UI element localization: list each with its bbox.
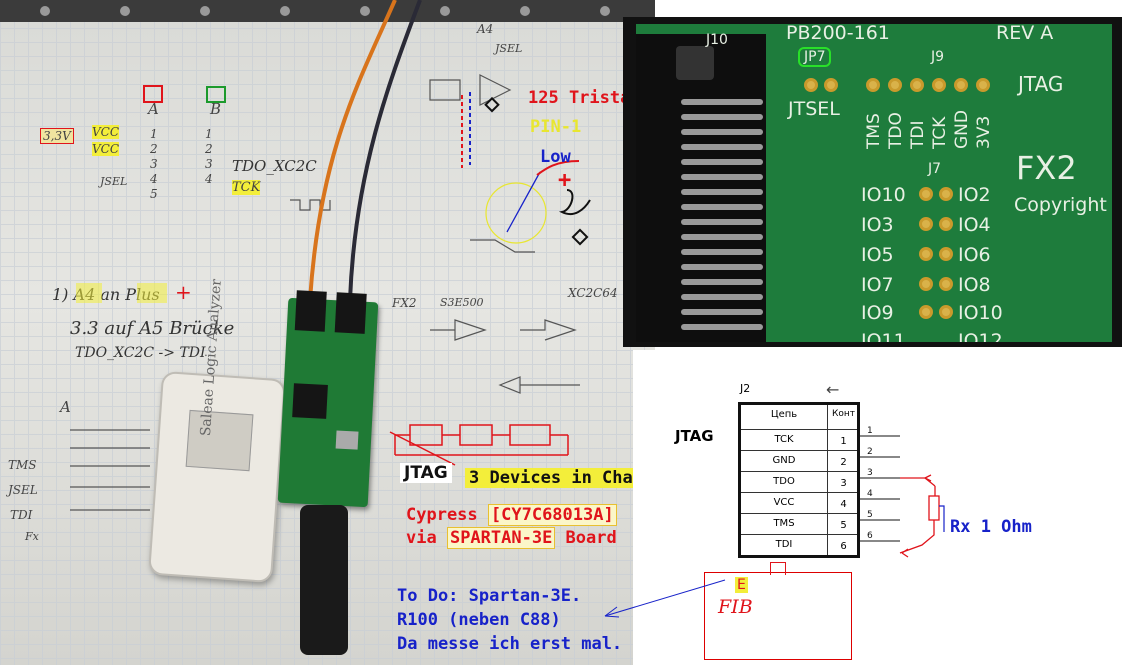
pcb-photo: PB200-161 REV A J10 JP7 J9 JTAG JTSEL TM… (636, 24, 1112, 342)
e-label: E (735, 577, 748, 593)
todo-line-1: To Do: Spartan-3E. (397, 586, 582, 606)
note-s3e: S3E500 (440, 296, 484, 309)
plus-mark-2: + (558, 168, 572, 193)
pin1-label: PIN-1 (530, 117, 582, 137)
plus-mark: + (175, 280, 192, 304)
svg-text:1: 1 (867, 426, 873, 436)
low-label: Low (540, 147, 571, 167)
pcb-jtsel: JTSEL (788, 98, 840, 120)
pointer-arrow (604, 579, 726, 618)
note-vcc2: VCC (92, 142, 120, 156)
note-col-a: A (148, 100, 159, 118)
red-marker (143, 85, 163, 103)
schematic-ref: J2 (740, 382, 751, 395)
note-jsel3: JSEL (8, 483, 38, 497)
svg-text:4: 4 (867, 489, 873, 499)
schematic-title: JTAG (675, 427, 714, 445)
note-col-b: B (210, 100, 222, 118)
notebook-binding (0, 0, 655, 22)
todo-line-3: Da messe ich erst mal. (397, 634, 623, 654)
pcb-jp7: JP7 (798, 47, 832, 67)
note-jsel2: JSEL (495, 42, 523, 55)
svg-text:2: 2 (867, 447, 873, 457)
cypress-line: Cypress [CY7C68013A] (406, 504, 617, 526)
annotation-box (704, 572, 852, 660)
chain-label: 3 Devices in Chain (465, 468, 658, 488)
note-tck: TCK (232, 180, 261, 195)
svg-text:3: 3 (867, 468, 873, 478)
note-tdo-xc2c: TDO_XC2C (232, 157, 317, 175)
pcb-copyright: Copyright (1014, 194, 1107, 216)
resistor-chain (389, 424, 569, 466)
analyzer-port (185, 409, 254, 472)
note-a-label: A (60, 398, 71, 416)
note-3v3: 3,3V (40, 128, 74, 144)
note-fx2: FX2 (392, 296, 417, 310)
note-a4: A4 (477, 22, 494, 36)
hand-sketches (70, 0, 591, 511)
cy7c68013a-board (277, 290, 379, 508)
rx-label: Rx 1 Ohm (950, 517, 1032, 537)
svg-text:5: 5 (867, 510, 873, 520)
j9-pin-labels: TMS (864, 113, 884, 149)
pcb-rev: REV A (996, 24, 1054, 44)
table-header: Цепь Конт (770, 409, 856, 420)
note-tdo-tdi: TDO_XC2C -> TDI (75, 345, 206, 361)
note-fx: Fx (25, 530, 39, 543)
pcb-model: PB200-161 (786, 24, 890, 44)
pcb-jtag: JTAG (1018, 72, 1064, 96)
note-vcc1: VCC (92, 125, 120, 139)
left-arrow-icon: ← (826, 380, 840, 399)
note-tms: TMS (8, 458, 37, 472)
note-tdi: TDI (10, 508, 33, 522)
pcb-fx2: FX2 (1016, 149, 1077, 187)
schematic-panel (633, 350, 1135, 665)
pcb-j9: J9 (931, 49, 945, 65)
green-marker (206, 86, 226, 103)
note-xc2c: XC2C64 (568, 286, 618, 300)
todo-line-2: R100 (neben C88) (397, 610, 561, 630)
j10-connector (636, 34, 766, 342)
svg-text:6: 6 (867, 531, 873, 541)
jtag-label: JTAG (400, 463, 452, 483)
pcb-j10: J10 (706, 32, 728, 48)
note-bridge: 3.3 auf A5 Brücke (70, 318, 235, 339)
logic-analyzer: Saleae Logic Analyzer (148, 278, 286, 584)
schematic-wires: 1 2 3 4 5 6 (860, 426, 945, 558)
pcb-j7: J7 (928, 161, 942, 177)
usb-cable (300, 505, 348, 655)
fib-label: FIB (718, 596, 753, 618)
via-line: via SPARTAN-3E Board (406, 527, 617, 549)
note-jsel: JSEL (100, 175, 128, 188)
